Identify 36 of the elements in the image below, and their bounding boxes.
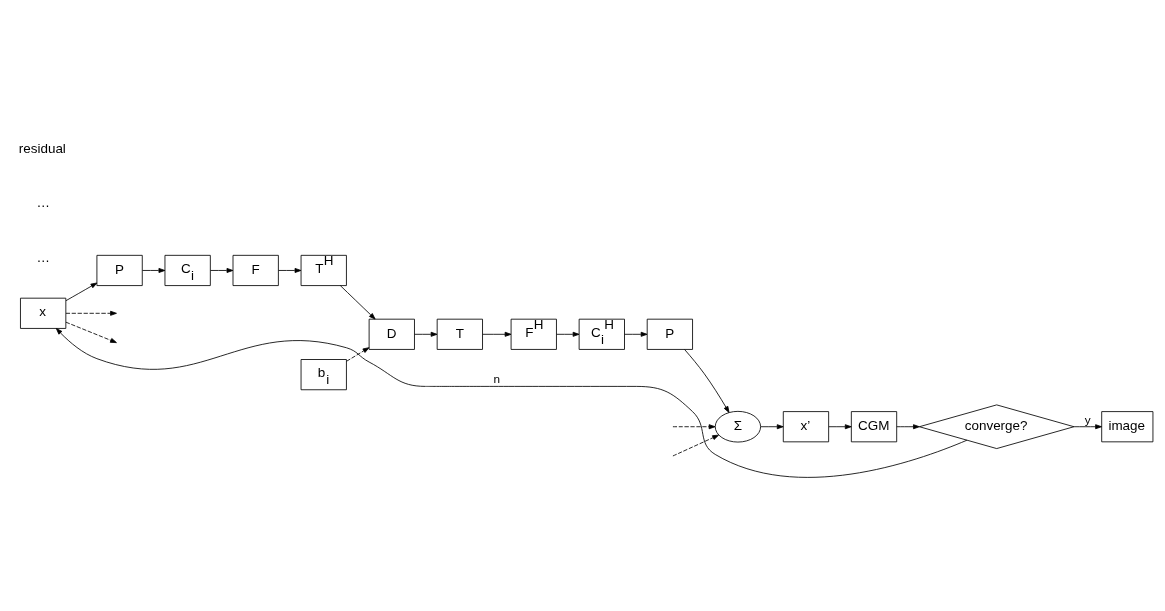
arrow bbox=[142, 267, 166, 273]
node-box: P bbox=[646, 318, 693, 350]
node-box: F bbox=[232, 254, 279, 286]
node-box: P bbox=[96, 254, 143, 286]
node-box: image bbox=[1101, 410, 1154, 442]
node-box: CGM bbox=[850, 410, 898, 442]
arrow bbox=[556, 331, 580, 337]
arrow bbox=[684, 348, 730, 413]
node-box: T bbox=[436, 318, 483, 350]
arrow bbox=[278, 267, 302, 273]
arrow bbox=[65, 310, 117, 316]
arrow bbox=[624, 331, 648, 337]
label: residual bbox=[18, 140, 66, 156]
arrow bbox=[672, 423, 716, 429]
arrow bbox=[55, 327, 968, 478]
arrow bbox=[896, 423, 920, 429]
arrow bbox=[482, 331, 512, 337]
arrow bbox=[760, 423, 784, 429]
node-diamond: converge? bbox=[918, 403, 1075, 449]
arrow bbox=[210, 267, 234, 273]
node-ellipse: Σ bbox=[714, 410, 761, 442]
node-box: D bbox=[368, 318, 415, 350]
arrow bbox=[1073, 423, 1102, 429]
label: … bbox=[36, 249, 50, 265]
arrow bbox=[672, 434, 719, 456]
arrow bbox=[828, 423, 852, 429]
edge-label: n bbox=[493, 371, 500, 385]
label: … bbox=[36, 194, 50, 210]
arrow bbox=[414, 331, 438, 337]
edge-label: y bbox=[1084, 412, 1091, 426]
node-box: x bbox=[20, 297, 67, 329]
arrow bbox=[65, 282, 98, 301]
arrow bbox=[346, 346, 370, 362]
arrow bbox=[339, 284, 376, 319]
arrow bbox=[65, 321, 117, 343]
node-box: x’ bbox=[782, 410, 830, 442]
